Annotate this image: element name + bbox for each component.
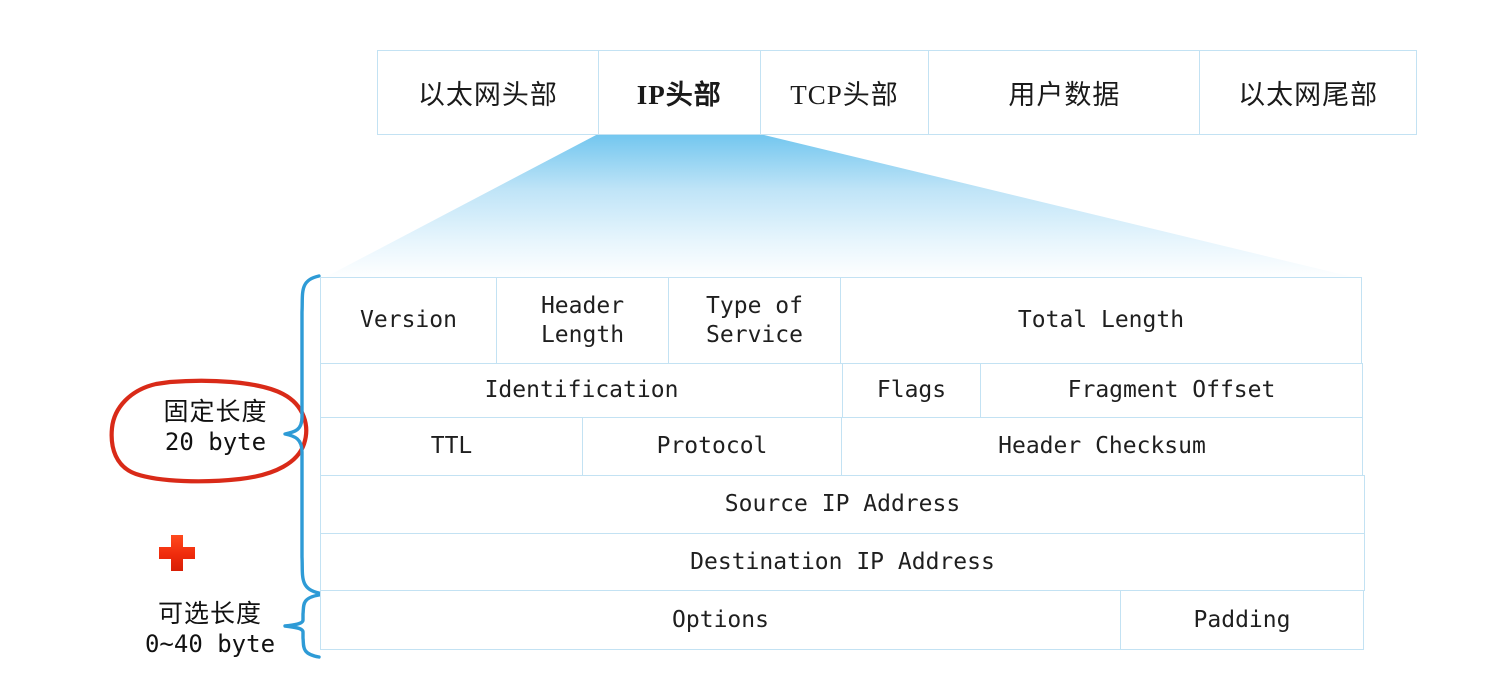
ip-header-row: Source IP Address (320, 475, 1365, 534)
ip-field-cell: Header Checksum (841, 417, 1363, 476)
ip-field-cell: Version (320, 277, 497, 364)
ip-field-cell: Identification (320, 363, 843, 418)
ip-field-cell: Options (320, 590, 1121, 650)
ip-field-cell: Header Length (496, 277, 669, 364)
optional-length-label-line2: 0~40 byte (144, 629, 276, 658)
ip-field-cell: TTL (320, 417, 583, 476)
frame-cell-4: 以太网尾部 (1199, 50, 1417, 135)
ip-field-cell: Type of Service (668, 277, 841, 364)
ip-field-cell: Source IP Address (320, 475, 1365, 534)
ip-field-cell: Total Length (840, 277, 1362, 364)
ip-field-cell: Padding (1120, 590, 1364, 650)
optional-length-annotation: 可选长度 0~40 byte (130, 600, 290, 658)
ip-field-cell: Fragment Offset (980, 363, 1363, 418)
frame-cell-2: TCP头部 (759, 50, 930, 135)
zoom-funnel-connector (320, 134, 1365, 280)
red-highlight-circle-icon (109, 378, 309, 484)
fixed-length-label-line1: 固定长度 (163, 399, 268, 426)
ip-header-row: Destination IP Address (320, 533, 1365, 591)
fixed-length-brace-icon (283, 274, 321, 595)
ip-field-cell: Flags (842, 363, 981, 418)
optional-length-brace-icon (283, 593, 321, 659)
fixed-length-label-line2: 20 byte (164, 427, 267, 456)
fixed-length-annotation: 固定长度 20 byte (143, 398, 288, 456)
frame-cell-0: 以太网头部 (377, 50, 599, 135)
optional-length-label-line1: 可选长度 (157, 601, 262, 628)
red-plus-icon (159, 535, 195, 571)
frame-cell-1: IP头部 (597, 50, 761, 135)
frame-cell-3: 用户数据 (928, 50, 1201, 135)
ip-field-cell: Protocol (582, 417, 842, 476)
ip-field-cell: Destination IP Address (320, 533, 1365, 591)
